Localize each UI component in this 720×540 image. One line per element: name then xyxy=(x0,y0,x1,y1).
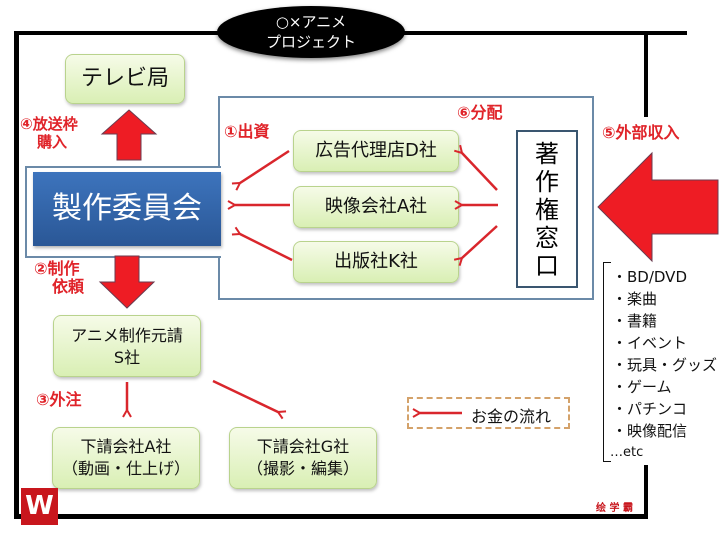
outer-frame-bottom xyxy=(14,514,648,519)
node-production-committee: 製作委員会 xyxy=(33,172,221,246)
step2-line2: 依頼 xyxy=(52,277,85,296)
income-source-item: ・BD/DVD xyxy=(612,268,687,286)
step4-label: ④放送枠 購入 xyxy=(20,115,78,151)
project-title-line1: ○×アニメ xyxy=(275,13,347,31)
node-publisher: 出版社K社 xyxy=(293,241,459,283)
node-production-committee-label: 製作委員会 xyxy=(52,191,202,226)
copyright-char: 窓 xyxy=(535,224,559,252)
legend-label: お金の流れ xyxy=(471,407,552,426)
income-source-item: ・イベント xyxy=(612,334,688,352)
node-prime-studio: アニメ制作元請 S社 xyxy=(53,315,201,377)
node-subcontractor-a: 下請会社A社 （動画・仕上げ） xyxy=(52,427,200,489)
watermark-logo-icon: W xyxy=(21,488,58,525)
node-copyright-window: 著 作 権 窓 口 xyxy=(516,130,578,288)
outer-frame-top-right xyxy=(402,31,687,35)
node-publisher-label: 出版社K社 xyxy=(334,251,418,272)
income-source-item: ・楽曲 xyxy=(612,290,658,308)
arrow-window-to-publisher xyxy=(462,225,498,258)
arrow-external-income xyxy=(597,151,719,263)
node-video-company-label: 映像会社A社 xyxy=(324,196,428,217)
node-subcontractor-g: 下請会社G社 （撮影・編集） xyxy=(229,427,377,489)
node-subcontractor-a-line2: （動画・仕上げ） xyxy=(61,459,190,478)
income-source-list: ・BD/DVD ・楽曲 ・書籍 ・イベント ・玩具・グッズ ・ゲーム ・パチンコ… xyxy=(610,266,718,464)
income-source-item: ・映像配信 xyxy=(612,422,688,440)
node-ad-agency-label: 広告代理店D社 xyxy=(315,140,437,161)
step1-label: ①出資 xyxy=(224,122,270,141)
step6-label: ⑥分配 xyxy=(457,103,503,122)
step3-label: ③外注 xyxy=(36,390,82,409)
node-subcontractor-g-line1: 下請会社G社 xyxy=(256,437,350,456)
node-ad-agency: 広告代理店D社 xyxy=(293,130,459,172)
arrow-window-to-ad xyxy=(462,153,498,191)
step5-label: ⑤外部収入 xyxy=(602,123,680,142)
income-source-item: …etc xyxy=(610,445,644,460)
copyright-char: 口 xyxy=(535,252,559,280)
outer-frame-right-bottom xyxy=(644,465,648,519)
step2-line1: ②制作 xyxy=(34,259,80,278)
step2-label: ②制作 依頼 xyxy=(34,260,84,296)
income-bracket xyxy=(603,262,611,462)
legend-box: お金の流れ xyxy=(407,397,570,429)
node-tv-station-label: テレビ局 xyxy=(80,66,169,91)
step4-line2: 購入 xyxy=(37,133,68,151)
arrow-up-broadcast xyxy=(100,109,158,161)
node-video-company: 映像会社A社 xyxy=(293,186,459,228)
arrow-down-production xyxy=(98,255,156,309)
step4-line1: ④放送枠 xyxy=(20,115,78,133)
income-source-item: ・ゲーム xyxy=(612,378,672,396)
income-source-item: ・書籍 xyxy=(612,312,658,330)
watermark-brand: 绘 学 霸 xyxy=(596,503,633,514)
node-subcontractor-g-line2: （撮影・編集） xyxy=(246,459,359,478)
outer-frame-left xyxy=(14,31,19,519)
copyright-char: 作 xyxy=(535,168,559,196)
arrow-studio-to-sub-g xyxy=(212,379,278,412)
node-prime-studio-line2: S社 xyxy=(113,348,141,367)
outer-frame-right-top xyxy=(644,31,648,117)
node-subcontractor-a-line1: 下請会社A社 xyxy=(80,437,172,456)
income-source-item: ・パチンコ xyxy=(612,400,688,418)
node-tv-station: テレビ局 xyxy=(65,54,185,104)
copyright-char: 著 xyxy=(535,140,559,168)
node-prime-studio-line1: アニメ制作元請 xyxy=(71,326,183,345)
arrow-publisher-to-committee xyxy=(240,234,293,262)
project-title-line2: プロジェクト xyxy=(265,33,356,51)
project-title-oval: ○×アニメ プロジェクト xyxy=(217,6,405,58)
copyright-char: 権 xyxy=(535,196,559,224)
income-source-item: ・玩具・グッズ xyxy=(612,356,718,374)
arrow-ad-to-committee xyxy=(240,149,290,183)
outer-frame-top-left xyxy=(16,31,221,35)
